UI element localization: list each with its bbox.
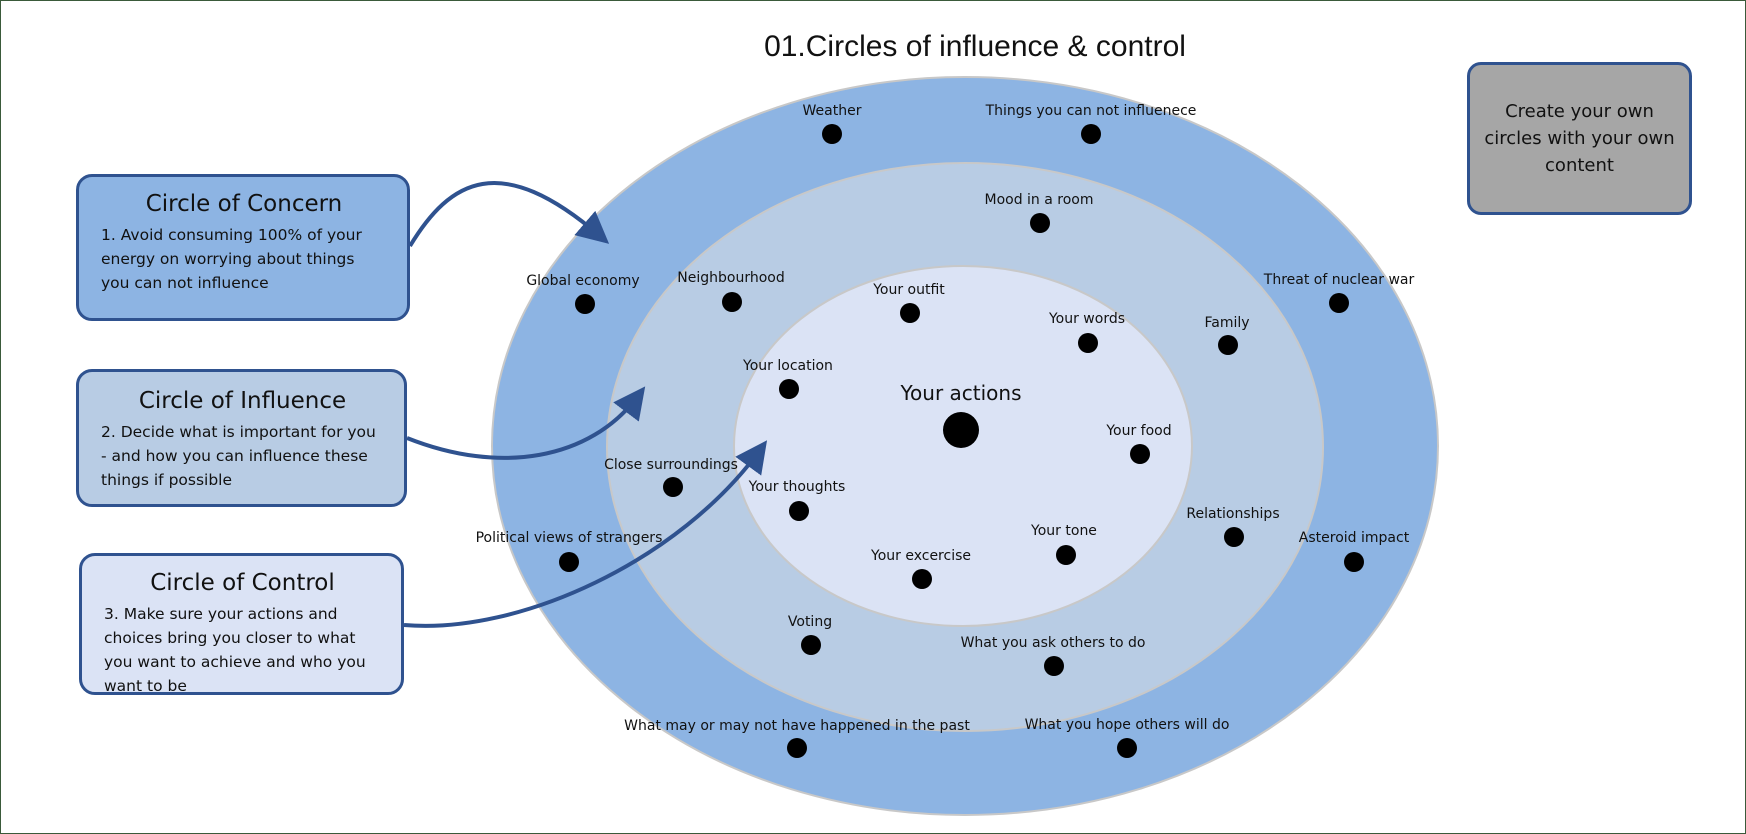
influence-arrow <box>406 386 646 460</box>
item-dot <box>787 738 807 758</box>
item-label: Mood in a room <box>984 192 1093 208</box>
item-dot <box>822 124 842 144</box>
item-dot <box>1130 444 1150 464</box>
item-dot <box>912 569 932 589</box>
item-label: Your words <box>1048 311 1125 327</box>
item-dot <box>722 292 742 312</box>
item-label: Voting <box>788 614 832 630</box>
item-dot <box>663 477 683 497</box>
item-dot <box>1344 552 1364 572</box>
concern-arrow <box>408 181 610 248</box>
circle-of-influence-box: Circle of Influence 2. Decide what is im… <box>76 369 407 507</box>
item-label: Global economy <box>526 273 639 289</box>
item-dot <box>900 303 920 323</box>
item-dot <box>575 294 595 314</box>
page-title: 01.Circles of influence & control <box>764 30 1186 63</box>
item-label: Your thoughts <box>748 479 846 495</box>
item-dot <box>1030 213 1050 233</box>
item-label: Neighbourhood <box>677 270 784 286</box>
control-arrow <box>403 440 768 628</box>
concern-heading: Circle of Concern <box>145 191 343 217</box>
item-label: Political views of strangers <box>476 530 663 546</box>
item-dot <box>1329 293 1349 313</box>
item-dot <box>789 501 809 521</box>
circle-of-concern-box: Circle of Concern 1. Avoid consuming 100… <box>76 174 410 321</box>
item-label: Your food <box>1105 423 1171 439</box>
item-dot <box>779 379 799 399</box>
center-dot <box>943 412 979 448</box>
item-dot <box>1044 656 1064 676</box>
item-label: Your excercise <box>870 548 971 564</box>
create-circles-button[interactable]: Create your own circles with your own co… <box>1467 62 1692 215</box>
item-dot <box>1081 124 1101 144</box>
control-heading: Circle of Control <box>150 570 335 596</box>
item-dot <box>559 552 579 572</box>
item-dot <box>1056 545 1076 565</box>
influence-text: 2. Decide what is important for you - an… <box>101 423 376 489</box>
influence-heading: Circle of Influence <box>138 388 347 414</box>
item-label: Close surroundings <box>604 457 738 473</box>
item-label: Threat of nuclear war <box>1263 272 1415 288</box>
item-label: What may or may not have happened in the… <box>624 718 970 734</box>
item-dot <box>1224 527 1244 547</box>
item-label: Relationships <box>1186 506 1279 522</box>
item-label: Things you can not influenece <box>985 103 1197 119</box>
circle-of-control-box: Circle of Control 3. Make sure your acti… <box>79 553 404 695</box>
item-dot <box>801 635 821 655</box>
create-circles-label: Create your own circles with your own co… <box>1484 101 1675 176</box>
item-label: What you ask others to do <box>961 635 1146 651</box>
center-label: Your actions <box>899 381 1021 405</box>
item-label: Your location <box>742 358 833 374</box>
item-label: Your tone <box>1030 523 1097 539</box>
item-label: Asteroid impact <box>1299 530 1410 546</box>
item-label: What you hope others will do <box>1025 717 1230 733</box>
control-text: 3. Make sure your actions and choices br… <box>104 605 366 695</box>
item-dot <box>1218 335 1238 355</box>
item-dot <box>1078 333 1098 353</box>
concern-text: 1. Avoid consuming 100% of your energy o… <box>101 226 362 292</box>
item-label: Your outfit <box>872 282 945 298</box>
item-dot <box>1117 738 1137 758</box>
item-label: Family <box>1204 315 1249 331</box>
item-label: Weather <box>803 103 862 119</box>
